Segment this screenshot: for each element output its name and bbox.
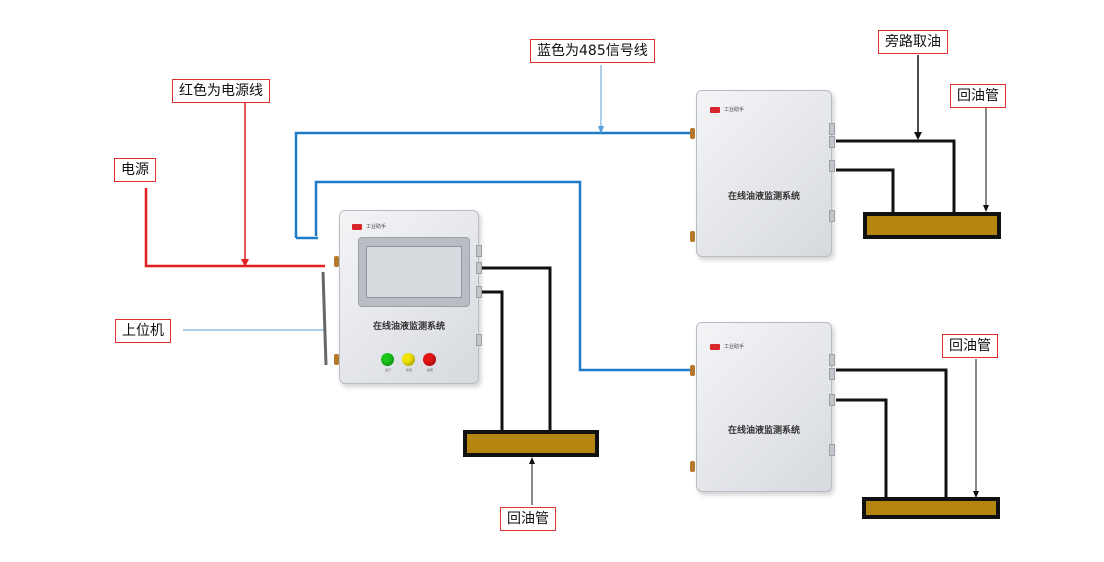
yellow-lamp-icon	[402, 353, 415, 366]
red-power-line-label: 红色为电源线	[172, 79, 270, 103]
brand-logo-icon	[710, 106, 720, 113]
sensor-top-hinge-2	[829, 136, 835, 148]
bypass-oil-label: 旁路取油	[878, 30, 948, 54]
sensor-top-left-gland-1	[690, 128, 695, 139]
sensor-cabinet-bottom: 工业助手 在线油液监测系统	[696, 322, 832, 492]
return-pipe-top-label: 回油管	[950, 84, 1006, 108]
sensor-bottom-hinge-1	[829, 354, 835, 366]
red-lamp-label: 故障	[426, 368, 433, 372]
sensor-top-brand-text: 工业助手	[724, 107, 745, 113]
touch-screen-bezel	[358, 237, 470, 307]
sensor-bottom-brand-text: 工业助手	[724, 344, 745, 350]
main-left-gland-bottom	[334, 354, 339, 365]
touch-screen	[366, 246, 462, 298]
main-right-hinge-3	[476, 286, 482, 298]
sensor-top-brand: 工业助手	[710, 106, 744, 113]
brand-logo-icon	[710, 343, 720, 350]
return-bottom-arrowhead	[973, 491, 979, 498]
signal-line-bottom	[314, 180, 690, 372]
sensor-bottom-hinge-4	[829, 444, 835, 456]
return-mid-arrowhead	[529, 457, 535, 464]
sensor-top-hinge-1	[829, 123, 835, 135]
signal-line-top	[294, 131, 690, 238]
blue-signal-line-label: 蓝色为485信号线	[530, 39, 655, 63]
main-cabinet-title: 在线油液监测系统	[372, 322, 445, 332]
oil-line-top-2	[836, 168, 895, 213]
return-pipe-top	[863, 212, 1001, 239]
power-label: 电源	[114, 158, 156, 182]
main-left-gland-top	[334, 256, 339, 267]
green-lamp-icon	[381, 353, 394, 366]
sensor-bottom-brand: 工业助手	[710, 343, 744, 350]
red-lamp-icon	[423, 353, 436, 366]
main-right-hinge-1	[476, 245, 482, 257]
oil-line-bottom-1	[836, 368, 948, 499]
sensor-cabinet-top: 工业助手 在线油液监测系统	[696, 90, 832, 257]
antenna	[321, 271, 328, 366]
yellow-lamp-label: 告警	[405, 368, 412, 372]
main-right-hinge-2	[476, 262, 482, 274]
power-line	[144, 188, 325, 268]
sensor-bottom-left-gland-1	[690, 365, 695, 376]
sensor-top-left-gland-2	[690, 231, 695, 242]
sensor-top-title: 在线油液监测系统	[727, 192, 800, 202]
main-brand: 工业助手	[352, 223, 386, 230]
bypass-arrowhead	[914, 132, 922, 140]
oil-line-bottom-2	[836, 398, 888, 499]
main-controller-cabinet: 工业助手 ●●● 在线油液监测系统 运行 告警 故障	[339, 210, 479, 384]
return-top-arrowhead	[983, 205, 989, 212]
return-pipe-mid-label: 回油管	[500, 507, 556, 531]
sensor-top-hinge-4	[829, 210, 835, 222]
oil-line-main-2	[482, 290, 504, 432]
sensor-bottom-hinge-2	[829, 368, 835, 380]
signal-label-arrowhead	[598, 126, 604, 134]
oil-line-main-1	[482, 266, 552, 432]
sensor-bottom-left-gland-2	[690, 461, 695, 472]
power-label-arrowhead	[241, 259, 249, 267]
main-brand-text: 工业助手	[366, 224, 387, 230]
return-pipe-bottom-label: 回油管	[942, 334, 998, 358]
return-pipe-mid	[463, 430, 599, 457]
brand-logo-icon	[352, 223, 362, 230]
main-right-hinge-4	[476, 334, 482, 346]
sensor-bottom-hinge-3	[829, 394, 835, 406]
oil-line-top-1	[836, 139, 956, 213]
return-pipe-bottom	[862, 497, 1000, 519]
host-pc-label: 上位机	[115, 319, 171, 343]
sensor-top-hinge-3	[829, 160, 835, 172]
sensor-bottom-title: 在线油液监测系统	[727, 426, 800, 436]
green-lamp-label: 运行	[384, 368, 391, 372]
